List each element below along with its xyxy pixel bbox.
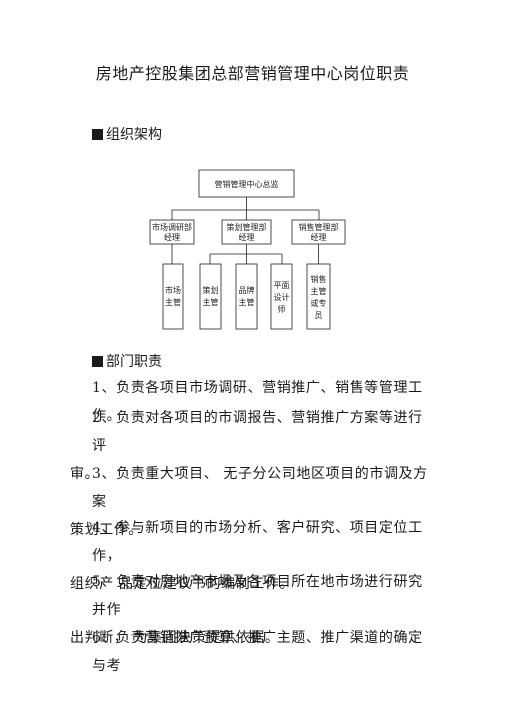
- duty-line: 6、负责营销推广预算、推广主题、推广渠道的确定与考: [92, 630, 423, 674]
- duty-line: 审。: [70, 466, 100, 482]
- duty-item-3: 3、负责重大项目、 无子分公司地区项目的市调及方案 策划工作。: [70, 460, 430, 544]
- duty-item-4: 4、参与新项目的市场分析、客户研究、项目定位工作， 组织产 品定位建议书的编制工…: [70, 514, 430, 598]
- org-node-label: 设计: [274, 292, 290, 302]
- duty-item-2: 2、负责对各项目的市调报告、营销推广方案等进行评 审。: [70, 404, 430, 488]
- org-node-label: 市场: [165, 285, 181, 295]
- org-node-label: 主管: [311, 286, 327, 296]
- duty-line: 出判断， 为集团决策提供依据。: [70, 630, 280, 646]
- org-chart: 营销管理中心总监 市场调研部 经理 策划管理部 经理 销售管理部 经理 市场 主…: [149, 169, 346, 330]
- org-node-label: 主管: [239, 297, 255, 307]
- org-section-heading: 组织架构: [92, 124, 162, 144]
- org-node-root: [198, 169, 295, 198]
- org-node-market-supervisor: [162, 263, 184, 330]
- org-node-root-label: 营销管理中心总监: [215, 179, 279, 189]
- org-node-label: 师: [278, 304, 286, 314]
- duty-line: 1、负责各项目市场调研、营销推广、销售等管理工作。: [92, 380, 423, 424]
- org-node-label: 策划管理部: [227, 222, 267, 232]
- org-node-label: 销售管理部: [299, 222, 339, 232]
- duty-item-1: 1、负责各项目市场调研、营销推广、销售等管理工作。: [70, 374, 430, 430]
- org-node-sales-supervisor: [306, 263, 331, 330]
- org-node-label: 经理: [164, 232, 180, 242]
- org-node-planning-supervisor: [199, 263, 222, 330]
- org-node-sales: [291, 219, 346, 245]
- document-title: 房地产控股集团总部营销管理中心岗位职责: [95, 64, 410, 83]
- org-node-label: 经理: [239, 232, 255, 242]
- org-node-label: 市场调研部: [152, 222, 192, 232]
- dept-heading-text: 部门职责: [106, 354, 162, 370]
- org-node-label: 员: [315, 311, 323, 320]
- duty-line: 3、负责重大项目、 无子分公司地区项目的市调及方案: [92, 466, 428, 510]
- duty-item-6: 6、负责营销推广预算、推广主题、推广渠道的确定与考: [70, 624, 430, 680]
- org-node-label: 经理: [311, 232, 327, 242]
- org-node-graphic-designer: [270, 263, 293, 330]
- org-node-label: 主管: [165, 297, 181, 307]
- duty-line: 5、负责对房地产市场及各项目所在地市场进行研究并作: [92, 574, 423, 618]
- dept-section-heading: 部门职责: [92, 351, 162, 371]
- duty-line: 4、参与新项目的市场分析、客户研究、项目定位工作，: [92, 520, 423, 564]
- square-bullet-icon: [92, 129, 103, 140]
- org-node-label: 主管: [203, 297, 219, 307]
- org-node-market-research: [149, 219, 195, 245]
- org-node-label: 平面: [274, 281, 290, 290]
- org-node-label: 策划: [203, 285, 219, 295]
- duty-item-5: 5、负责对房地产市场及各项目所在地市场进行研究并作 出判断， 为集团决策提供依据…: [70, 568, 430, 652]
- org-node-label: 或专: [311, 298, 327, 308]
- org-node-label: 品牌: [239, 285, 255, 295]
- org-node-brand-supervisor: [235, 263, 258, 330]
- duty-line: 组织产 品定位建议书的编制工作。: [70, 576, 295, 592]
- square-bullet-icon: [92, 356, 103, 367]
- org-node-label: 销售: [311, 274, 327, 284]
- duty-line: 策划工作。: [70, 522, 143, 538]
- duty-line: 2、负责对各项目的市调报告、营销推广方案等进行评: [92, 410, 423, 454]
- org-heading-text: 组织架构: [106, 127, 162, 143]
